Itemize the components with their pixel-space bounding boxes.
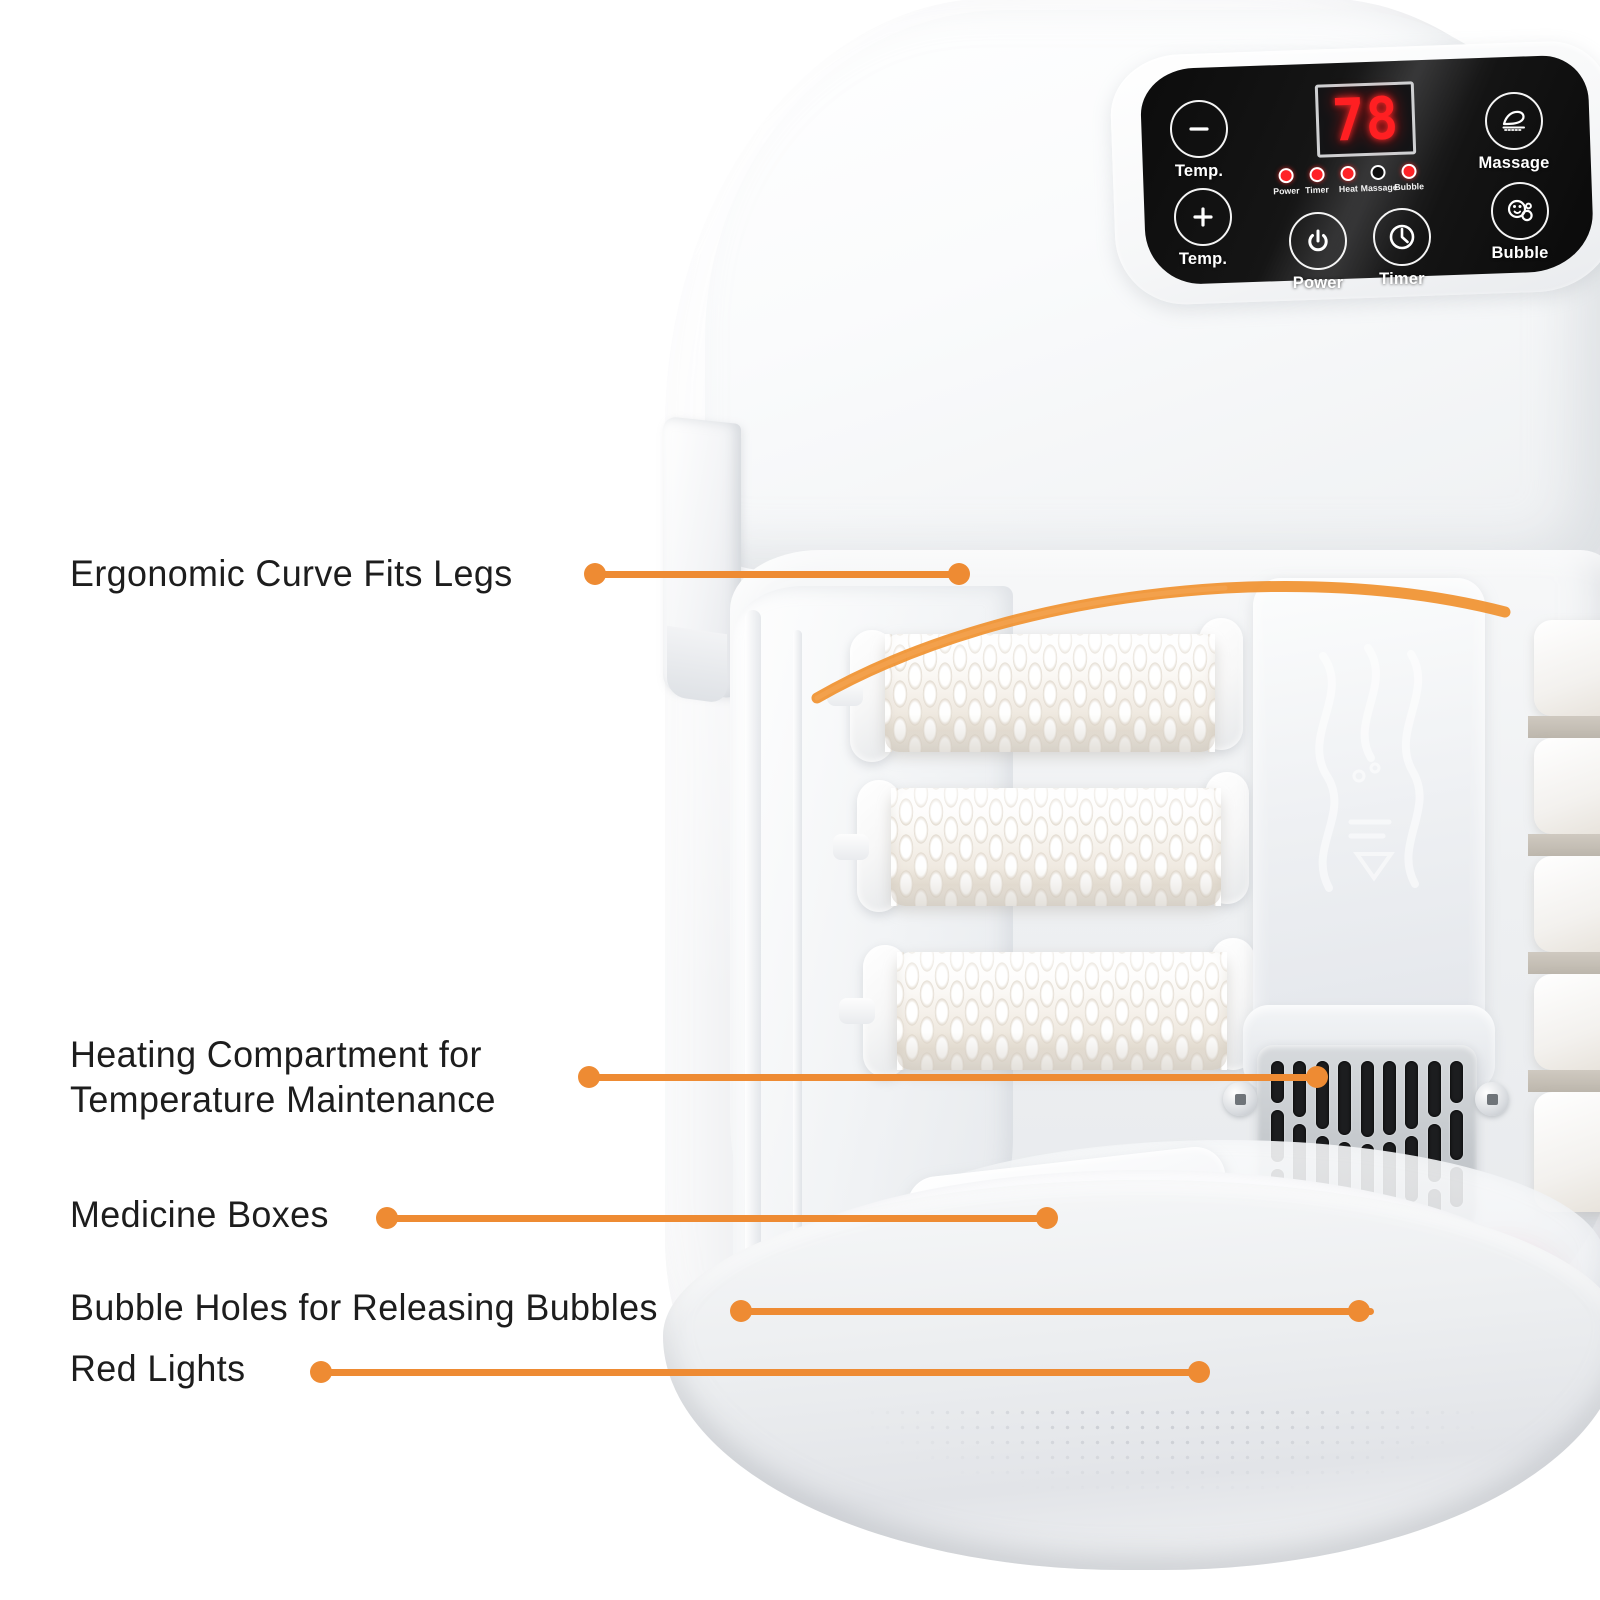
roller-1-shading (885, 634, 1215, 752)
roller-3-shading (897, 952, 1227, 1070)
callout-label-bubble-holes: Bubble Holes for Releasing Bubbles (70, 1287, 658, 1328)
leader-dot-red-lights-start (310, 1361, 332, 1383)
massage-roller-2 (891, 788, 1221, 906)
side-roller-gap-2 (1528, 834, 1600, 856)
leader-line-bubble-holes (744, 1308, 1374, 1315)
callout-label-ergonomic-curve: Ergonomic Curve Fits Legs (70, 553, 513, 594)
callout-label-medicine-boxes: Medicine Boxes (70, 1194, 329, 1235)
side-roller-gap-4 (1528, 1070, 1600, 1092)
massage-roller-3 (897, 952, 1227, 1070)
side-roller-top (1534, 620, 1600, 716)
leader-dot-heating-compartment-end (1306, 1066, 1328, 1088)
callout-label-heating-compartment: Heating Compartment for Temperature Main… (70, 1034, 496, 1120)
leader-dot-ergonomic-curve-start (584, 563, 606, 585)
foot-spa-product-photo (645, 0, 1600, 1570)
side-roller-gap-3 (1528, 952, 1600, 974)
roller-2-shading (891, 788, 1221, 906)
steam-emboss-graphic (1293, 626, 1443, 926)
leader-dot-bubble-holes-end (1348, 1300, 1370, 1322)
grille-screw-right (1475, 1082, 1509, 1116)
callout-label-red-lights: Red Lights (70, 1348, 246, 1389)
massage-roller-1 (885, 634, 1215, 752)
front-wall-seam-2 (793, 630, 802, 1270)
side-roller-bottom (1534, 1092, 1600, 1212)
product-hinge-edge (667, 625, 727, 705)
leader-dot-bubble-holes-start (730, 1300, 752, 1322)
side-roller-mid-a (1534, 738, 1600, 834)
side-roller-mid-b (1534, 856, 1600, 952)
leader-dot-medicine-boxes-start (376, 1207, 398, 1229)
leader-line-medicine-boxes (392, 1215, 1052, 1222)
side-roller-gap-1 (1528, 716, 1600, 738)
roller-2-axle (833, 834, 869, 860)
ergonomic-curve-highlight (811, 580, 1511, 704)
roller-3-axle (839, 998, 875, 1024)
leader-line-heating-compartment (596, 1074, 1326, 1081)
leader-dot-ergonomic-curve-end (948, 563, 970, 585)
leader-line-ergonomic-curve (598, 571, 968, 578)
leader-dot-red-lights-end (1188, 1361, 1210, 1383)
control-panel-surface (1139, 54, 1595, 286)
leader-dot-heating-compartment-start (578, 1066, 600, 1088)
side-roller-mid-c (1534, 974, 1600, 1070)
front-wall-seam-1 (745, 610, 761, 1310)
leader-line-red-lights (326, 1369, 1204, 1376)
grille-screw-left (1223, 1082, 1257, 1116)
leader-dot-medicine-boxes-end (1036, 1207, 1058, 1229)
